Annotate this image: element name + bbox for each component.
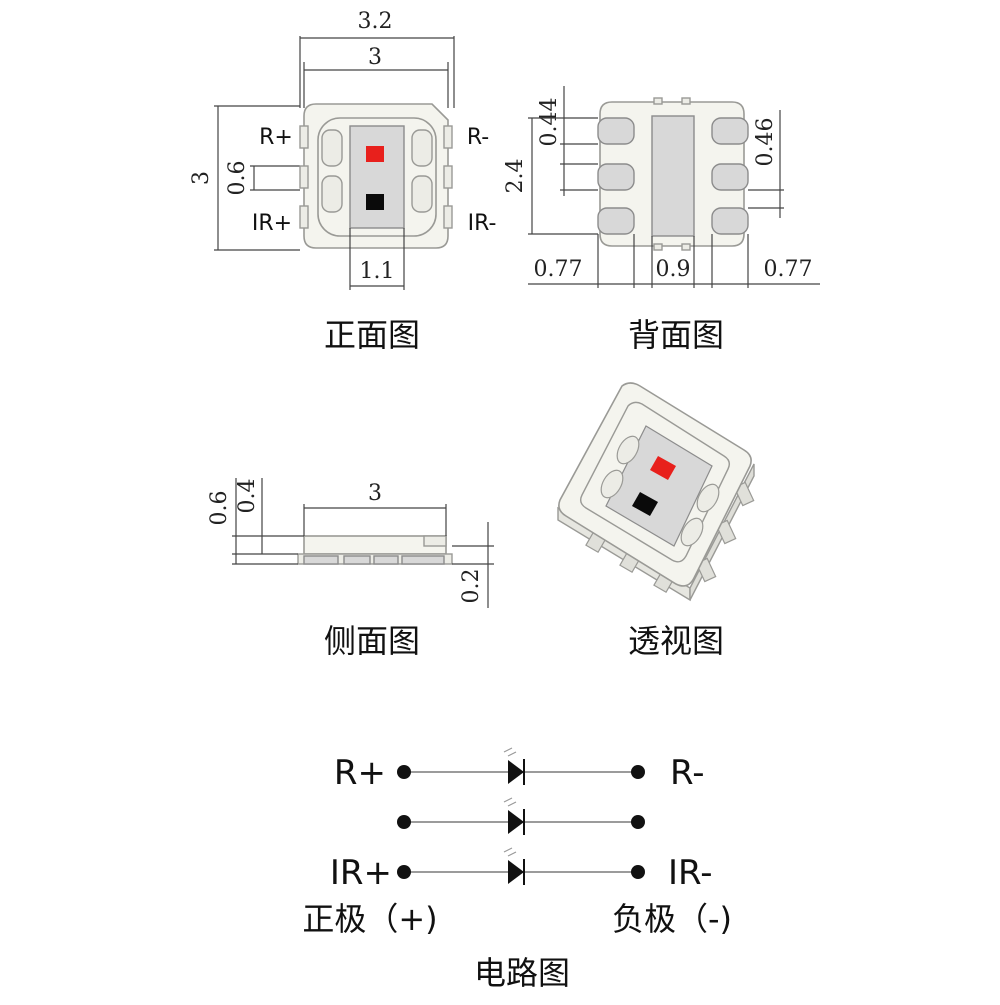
diode-red-icon (508, 760, 524, 784)
perspective-ir-chip (632, 492, 658, 516)
terminal-r-minus (631, 765, 645, 779)
side-dim-length: 3 (368, 481, 382, 506)
front-dim-width-inner: 3 (368, 45, 382, 70)
side-view-caption: 侧面图 (324, 622, 420, 660)
circuit-caption: 电路图 (474, 954, 570, 992)
back-dim-pad-pitch: 0.46 (753, 118, 778, 167)
terminal-ir-minus (631, 865, 645, 879)
circuit-label-r-plus: R+ (334, 753, 386, 793)
side-dim-total-height: 0.6 (207, 491, 232, 526)
circuit-anode-label: 正极（+) (302, 900, 437, 938)
front-pin-ir-minus: IR- (468, 211, 497, 236)
circuit-label-ir-minus: IR- (668, 853, 713, 893)
front-dim-height: 3 (189, 171, 214, 185)
back-view-caption: 背面图 (628, 316, 724, 354)
terminal-mid-left (397, 815, 411, 829)
front-dim-pad-pitch: 0.6 (225, 161, 250, 196)
back-center-pad (651, 115, 695, 237)
back-dim-right: 0.77 (764, 257, 813, 282)
front-pin-ir-plus: IR+ (252, 211, 292, 236)
front-view: 3.2 3 3 0.6 1.1 R+ R- (189, 9, 496, 354)
circuit-diagram: R+ R- IR+ IR- 正极（+) 负极（-) 电路图 (302, 747, 732, 992)
back-view: 0.44 2.4 0.46 0.77 0.9 0.77 背面图 (503, 86, 820, 354)
front-pin-r-plus: R+ (259, 125, 293, 150)
front-pin-r-minus: R- (467, 125, 489, 150)
circuit-label-ir-plus: IR+ (330, 853, 392, 893)
side-dim-base: 0.2 (459, 569, 484, 604)
back-dim-center: 0.9 (656, 257, 691, 282)
front-dim-width-outer: 3.2 (358, 9, 393, 34)
ir-chip (366, 194, 384, 210)
side-dim-body-height: 0.4 (235, 479, 260, 514)
terminal-mid-right (631, 815, 645, 829)
front-view-caption: 正面图 (324, 316, 420, 354)
terminal-r-plus (397, 765, 411, 779)
perspective-red-chip (650, 456, 676, 480)
back-dim-left: 0.77 (534, 257, 583, 282)
red-chip (366, 146, 384, 162)
diode-ir-icon (508, 860, 524, 884)
back-dim-pad-top: 0.44 (537, 98, 562, 147)
circuit-cathode-label: 负极（-) (612, 900, 732, 938)
circuit-label-r-minus: R- (670, 753, 705, 793)
front-lens-window (349, 125, 405, 229)
diode-mid-icon (508, 810, 524, 834)
back-dim-height: 2.4 (503, 159, 528, 194)
side-view: 3 0.6 0.4 0.2 侧面图 (207, 478, 494, 660)
front-dim-window: 1.1 (360, 259, 395, 284)
terminal-ir-plus (397, 865, 411, 879)
perspective-view: 透视图 (557, 382, 755, 660)
perspective-view-caption: 透视图 (628, 622, 724, 660)
